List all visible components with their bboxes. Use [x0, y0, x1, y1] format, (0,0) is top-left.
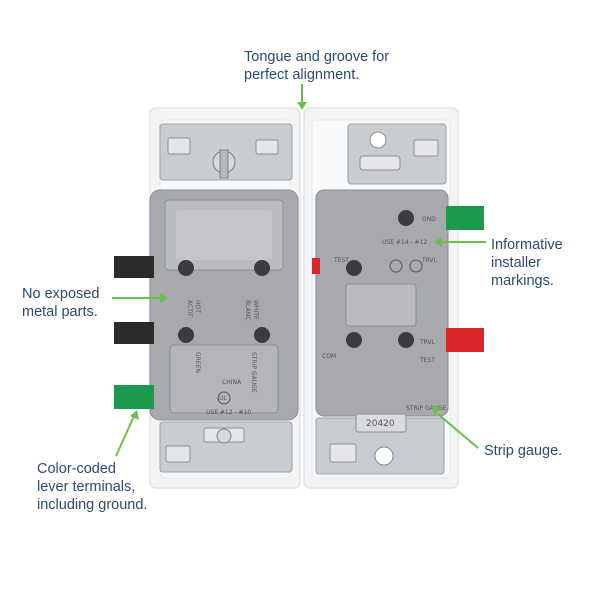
right-test-bottom-label: TEST — [419, 357, 435, 364]
callout-line: No exposed — [22, 286, 100, 302]
left-china-label: CHINA — [222, 379, 242, 386]
callout-line: installer — [491, 255, 541, 271]
left-strip-gauge-label: STRIP GAUGE — [250, 352, 257, 393]
callout-color-coded-levers: Color-coded lever terminals, including g… — [37, 460, 147, 514]
callout-line: markings. — [491, 273, 554, 289]
left-ul-text: UL — [219, 395, 227, 402]
left-white-label: WHITE — [252, 300, 259, 320]
callout-line: Strip gauge. — [484, 443, 563, 459]
left-green-label: GREEN — [194, 352, 201, 373]
right-gnd-label: GND — [422, 216, 436, 223]
right-bottom-strap: 20420 STRIP GAUGE — [315, 405, 447, 475]
right-device: GND USE #14 - #12 TEST TRVL COM TRVL TES… — [303, 107, 484, 489]
right-red-lever-small-left — [312, 258, 320, 274]
right-green-lever — [446, 206, 484, 230]
callout-line: lever terminals, — [37, 479, 136, 495]
right-use-label: USE #14 - #12 — [382, 239, 427, 246]
left-device: HOT ACTIF WHITE BLANC GREEN STRIP GAUGE … — [114, 107, 301, 489]
left-green-lever — [114, 385, 154, 409]
left-hot-label: HOT — [194, 300, 201, 313]
right-test-top-label: TEST — [333, 257, 349, 264]
left-use-label: USE #12 - #10 — [206, 409, 251, 416]
right-stamp-label: 20420 — [366, 419, 395, 429]
leader-levers-arrow — [130, 410, 139, 420]
right-top-strap — [347, 123, 447, 185]
callout-line: Informative — [491, 237, 563, 253]
leader-tongue-arrow — [297, 102, 307, 110]
left-ul-mark — [217, 391, 231, 405]
leader-gauge-arrow — [432, 406, 441, 416]
left-gray-body: HOT ACTIF WHITE BLANC GREEN STRIP GAUGE … — [149, 189, 299, 421]
callout-line: metal parts. — [22, 304, 98, 320]
right-com-label: COM — [322, 353, 336, 360]
left-blanc-label: BLANC — [244, 300, 251, 320]
leader-gauge — [437, 413, 479, 449]
callout-installer-markings: Informative installer markings. — [491, 236, 563, 290]
callout-no-exposed-metal: No exposed metal parts. — [22, 285, 99, 321]
right-trvl-bottom-label: TRVL — [419, 339, 436, 346]
callout-line: perfect alignment. — [244, 67, 360, 83]
callout-line: Tongue and groove for — [244, 49, 390, 65]
leader-metal-arrow — [160, 293, 168, 303]
right-gray-body: GND USE #14 - #12 TEST TRVL COM TRVL TES… — [315, 189, 449, 417]
right-trvl-top-label: TRVL — [421, 257, 438, 264]
callout-line: Color-coded — [37, 461, 116, 477]
right-strip-gauge-label: STRIP GAUGE — [406, 405, 447, 412]
left-black-lever-bottom — [114, 322, 154, 344]
right-red-lever — [446, 328, 484, 352]
right-cul-mark — [389, 259, 403, 273]
leader-levers — [115, 415, 135, 457]
right-second-mark — [409, 259, 423, 273]
left-bottom-strap — [159, 421, 293, 473]
left-top-strap — [159, 123, 293, 181]
left-black-lever-top — [114, 256, 154, 278]
leader-lines — [112, 84, 486, 457]
callout-tongue-groove: Tongue and groove for perfect alignment. — [244, 48, 389, 84]
callout-strip-gauge: Strip gauge. — [484, 442, 562, 460]
leader-markings-arrow — [434, 237, 442, 247]
left-actif-label: ACTIF — [186, 300, 193, 318]
callout-line: including ground. — [37, 497, 148, 513]
